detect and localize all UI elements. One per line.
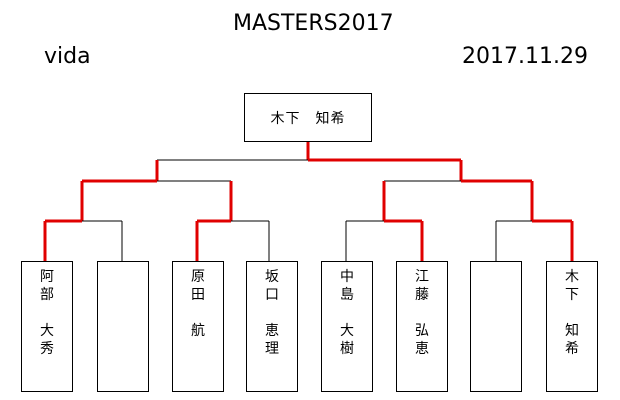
venue-label: vida <box>44 44 91 69</box>
player-box-3: 原 田 航 <box>172 261 224 392</box>
tournament-title: MASTERS2017 <box>233 11 394 36</box>
player-box-8: 木 下 知 希 <box>546 261 598 392</box>
player-box-2 <box>97 261 149 392</box>
player-name-3: 原 田 航 <box>191 269 205 339</box>
player-name-4: 坂 口 恵 理 <box>265 269 279 357</box>
player-name-5: 中 島 大 樹 <box>340 269 354 357</box>
champion-box: 木下 知希 <box>244 93 372 142</box>
player-box-6: 江 藤 弘 恵 <box>396 261 448 392</box>
player-box-1: 阿 部 大 秀 <box>21 261 73 392</box>
player-name-1: 阿 部 大 秀 <box>40 269 54 357</box>
player-name-8: 木 下 知 希 <box>565 269 579 357</box>
player-box-5: 中 島 大 樹 <box>321 261 373 392</box>
player-name-6: 江 藤 弘 恵 <box>415 269 429 357</box>
player-box-7 <box>470 261 522 392</box>
player-box-4: 坂 口 恵 理 <box>246 261 298 392</box>
champion-name: 木下 知希 <box>270 110 346 127</box>
event-date: 2017.11.29 <box>462 44 588 69</box>
